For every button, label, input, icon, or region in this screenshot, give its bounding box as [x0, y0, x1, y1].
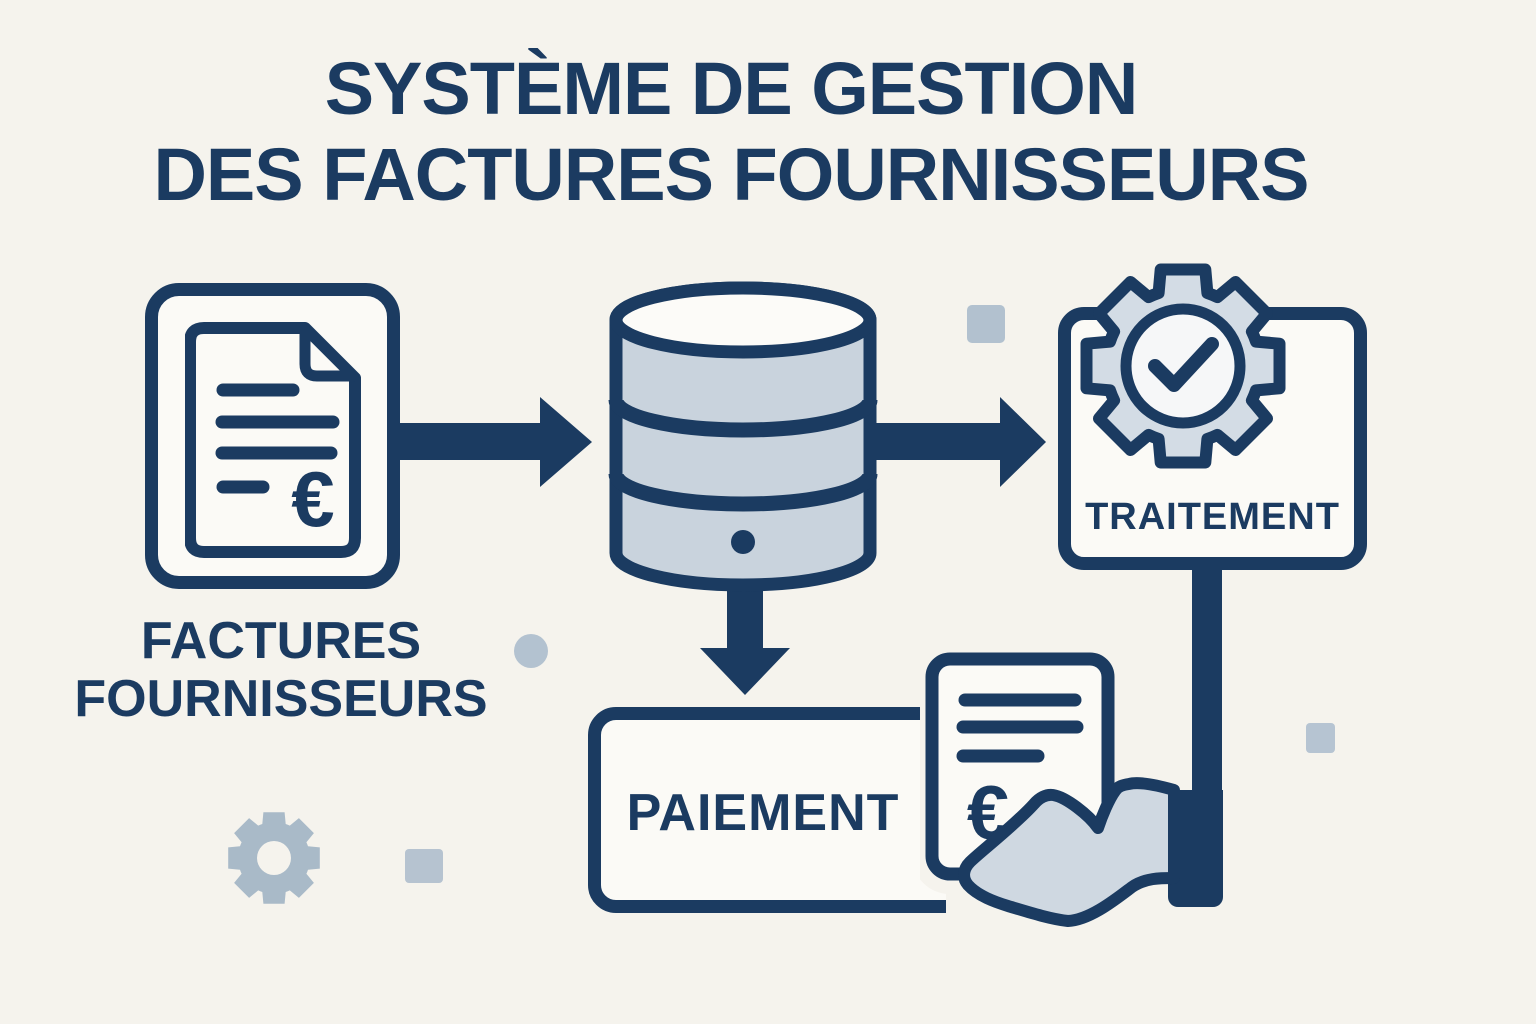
- connector-processing-to-hand: [1192, 558, 1222, 798]
- arrow-invoices-to-database-icon: [395, 397, 592, 487]
- checkmark-icon: [1148, 337, 1219, 392]
- gear-checkmark-icon: [1080, 263, 1286, 469]
- arrow-database-to-processing-icon: [870, 397, 1046, 487]
- decor-square-icon: [405, 849, 443, 883]
- hand-giving-invoice-icon: €: [920, 640, 1180, 927]
- payment-node-label: PAIEMENT: [626, 784, 900, 842]
- processing-node-label: TRAITEMENT: [1085, 496, 1340, 538]
- decor-square-icon: [1306, 723, 1335, 753]
- invoices-node-label: FACTURES FOURNISSEURS: [74, 612, 488, 728]
- decor-circle-icon: [514, 634, 548, 668]
- euro-symbol: €: [291, 455, 334, 543]
- invoice-document-icon: €: [185, 322, 361, 558]
- title-line-2: DES FACTURES FOURNISSEURS: [153, 133, 1309, 216]
- decor-square-icon: [967, 305, 1005, 343]
- diagram-title: SYSTÈME DE GESTION DES FACTURES FOURNISS…: [0, 46, 1462, 218]
- open-hand: [958, 777, 1180, 927]
- decor-gear-icon: [228, 812, 320, 904]
- database-icon: [608, 281, 878, 592]
- title-line-1: SYSTÈME DE GESTION: [324, 47, 1139, 130]
